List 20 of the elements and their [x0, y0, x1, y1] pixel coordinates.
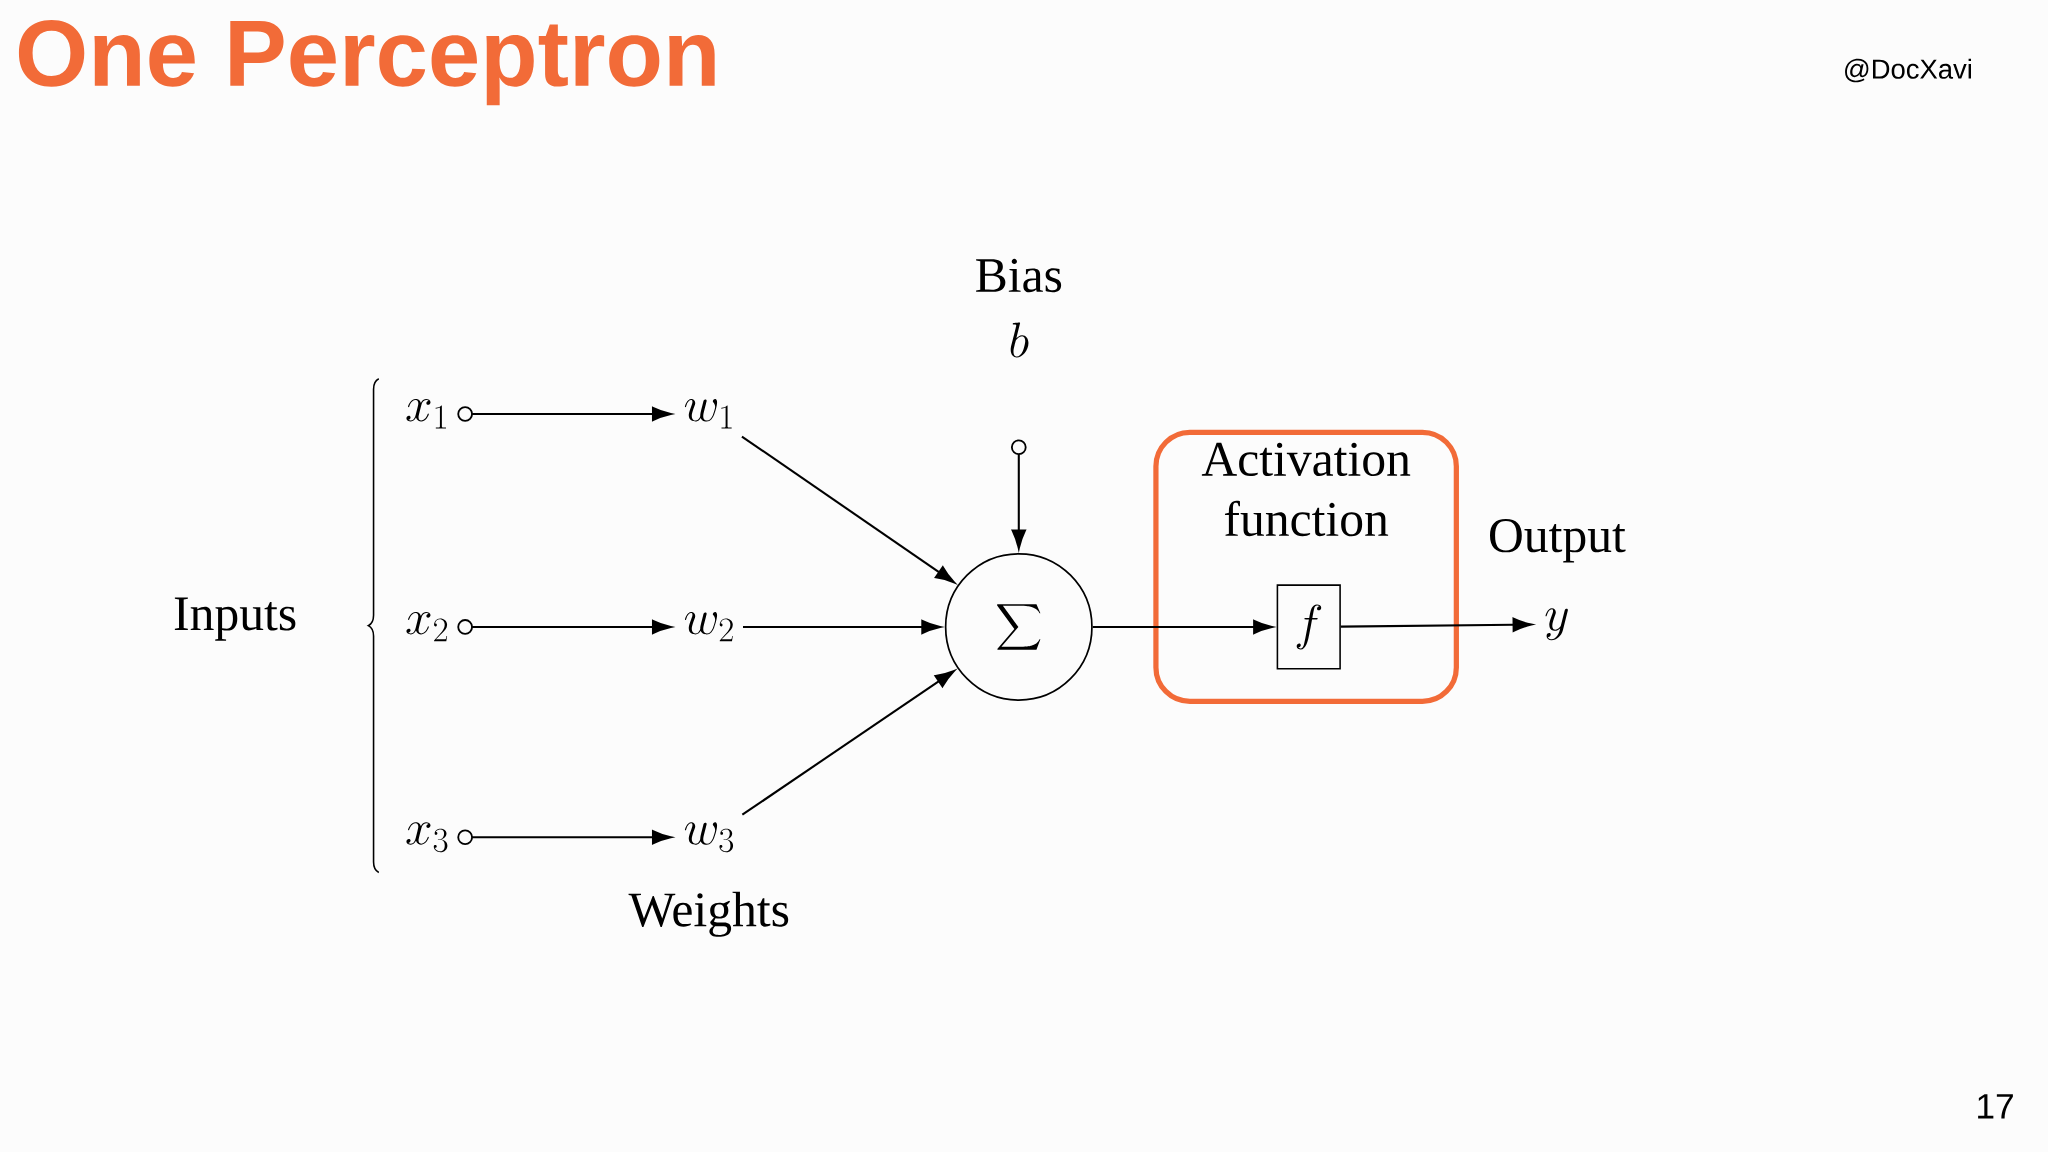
output-label: Output	[1490, 519, 1626, 563]
function-box: $f$	[1276, 584, 1341, 670]
input-variable: $x_1$	[406, 399, 446, 429]
bias-label: Bias $b$	[976, 258, 1062, 358]
title: One Perceptron	[18, 20, 715, 106]
arrow	[743, 619, 942, 635]
input-variable: $x_3$	[406, 822, 448, 853]
weight-label: $w_3$	[684, 822, 734, 853]
input-label: Inputs	[174, 597, 296, 641]
arrow	[1010, 439, 1027, 550]
page-number: 17	[1978, 1094, 2013, 1119]
weight-label: $w_1$	[684, 399, 732, 429]
author-handle: @DocXavi	[1845, 58, 1971, 83]
input-variable: $x_2$	[406, 612, 448, 642]
arrow	[457, 406, 672, 422]
axis-caption: Weights	[628, 891, 789, 937]
output-variable: $y$	[1545, 608, 1568, 641]
arrow	[741, 670, 955, 816]
weight-label: $w_2$	[684, 612, 733, 642]
arrow	[741, 435, 955, 584]
